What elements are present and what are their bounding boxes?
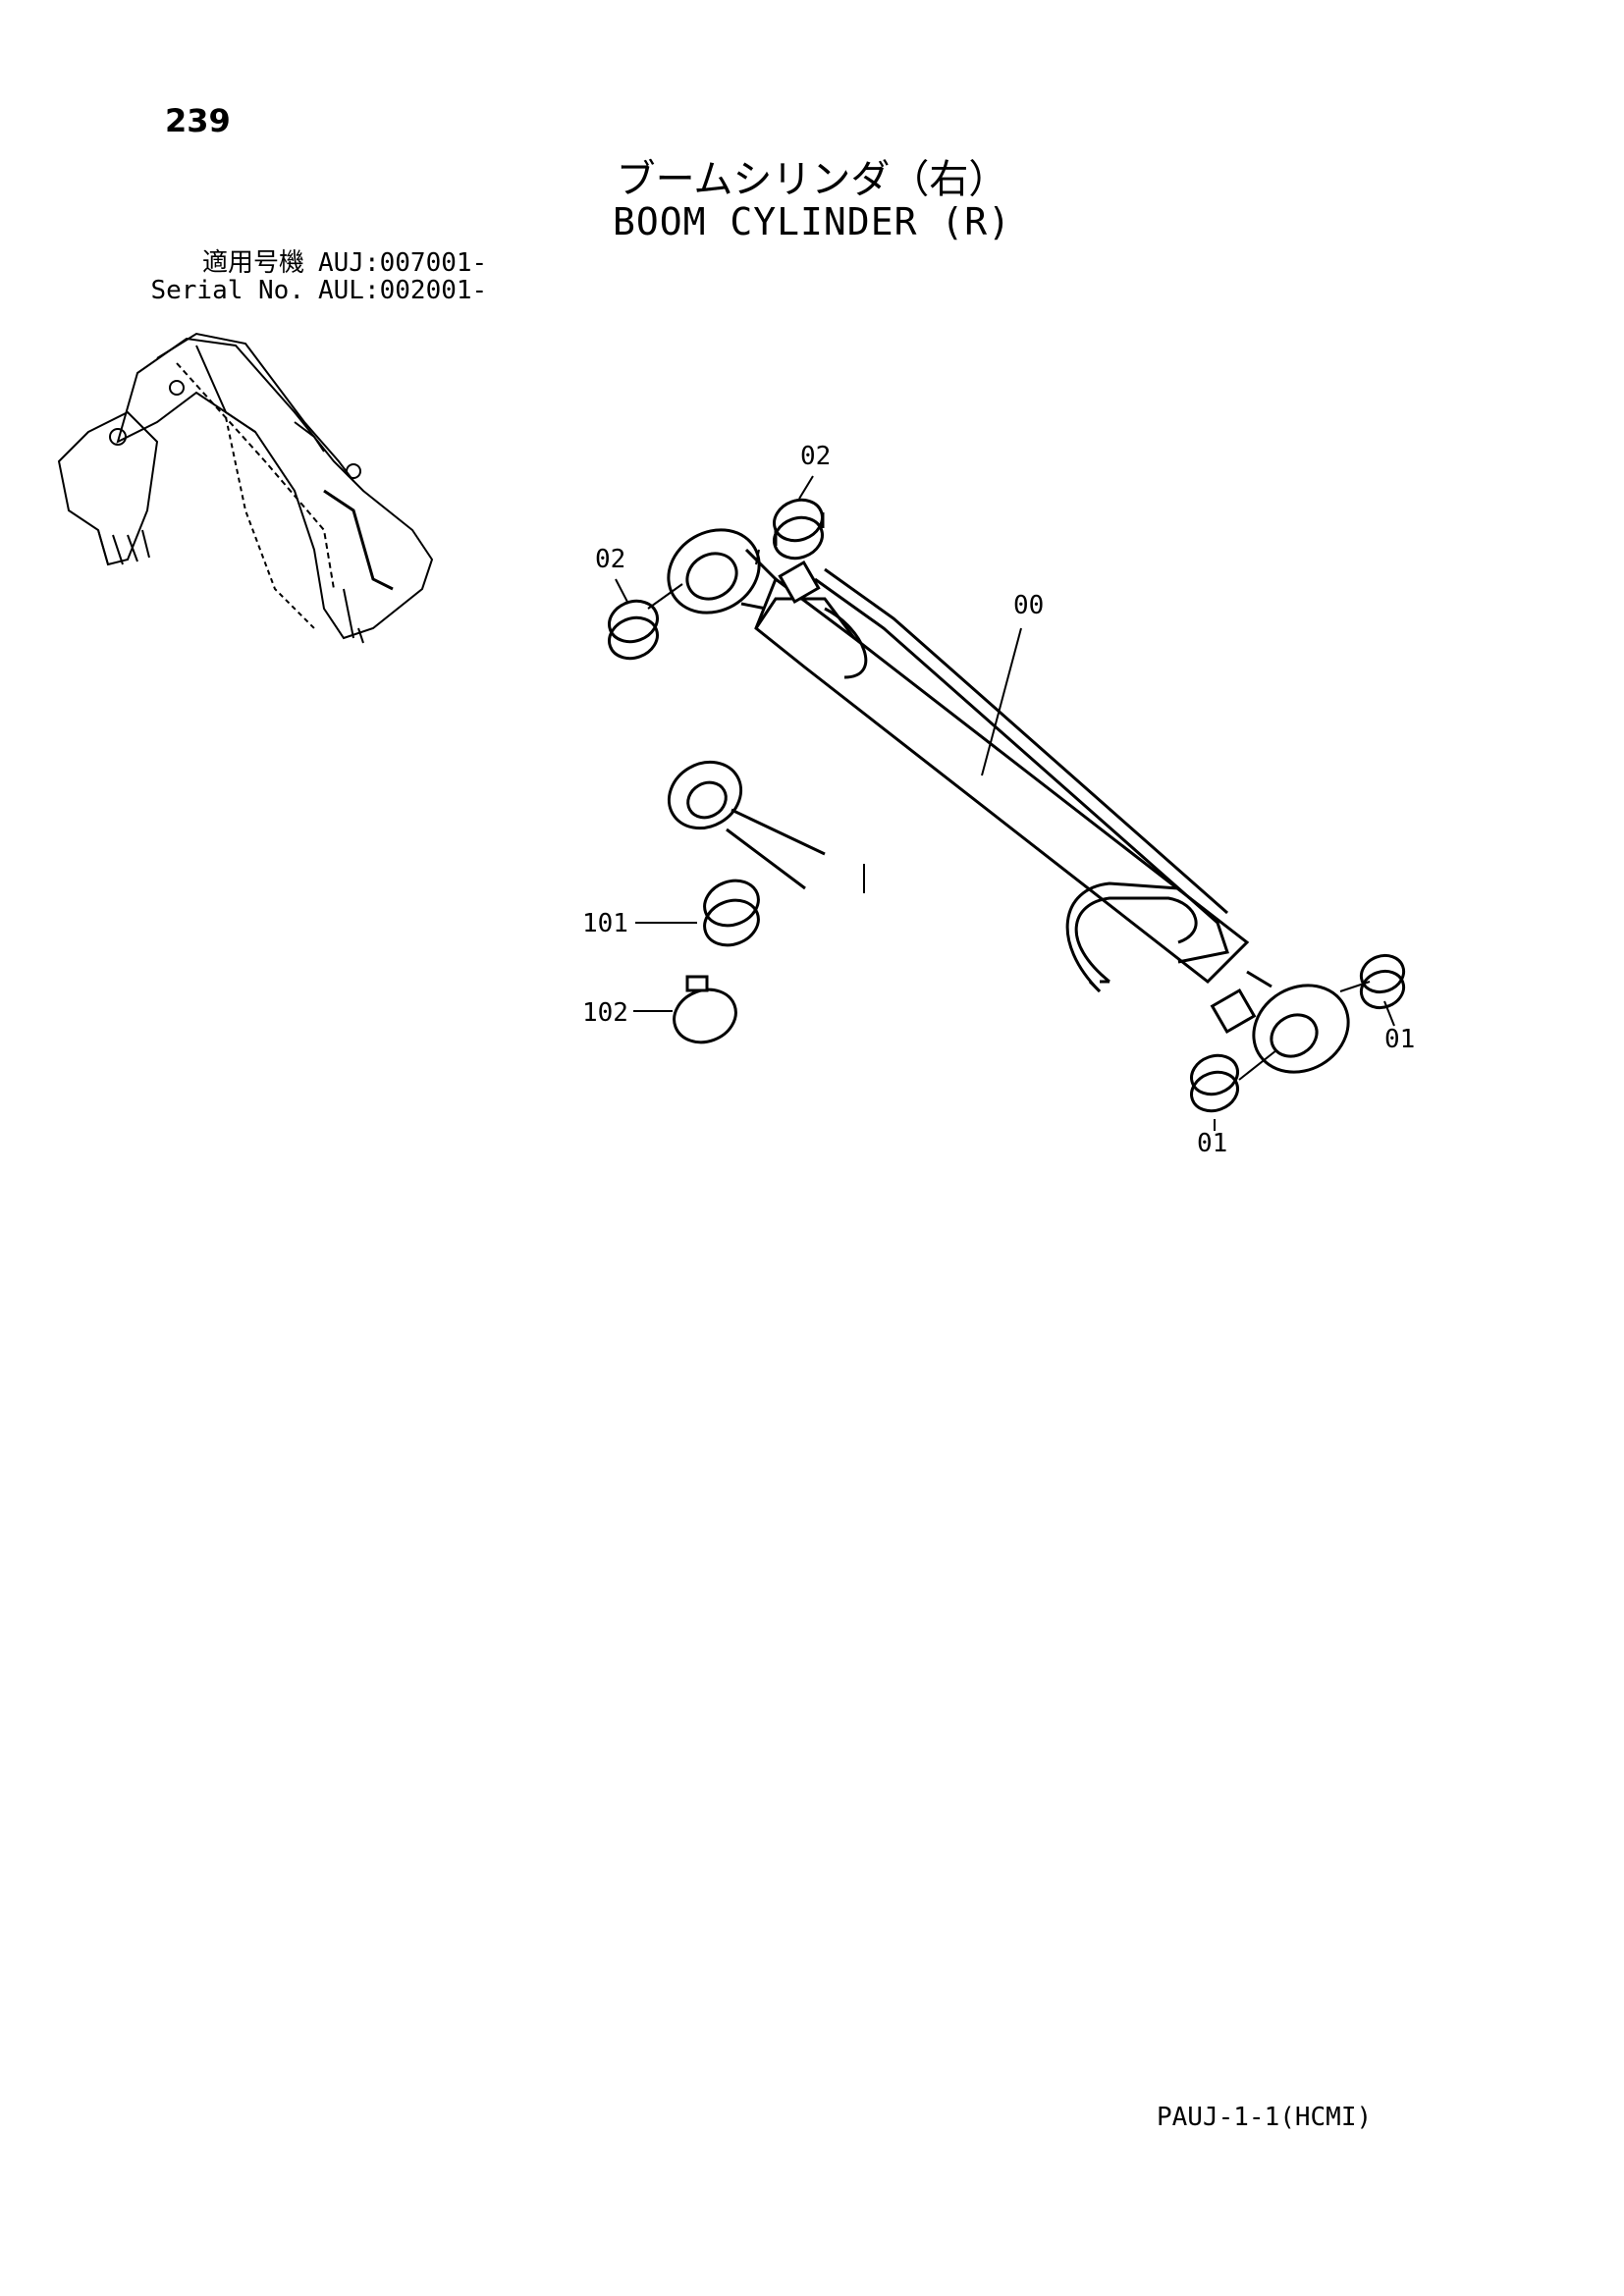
callout-02-left: 02: [595, 545, 625, 574]
rod-end-detail: [667, 760, 826, 890]
serial-value-en: AUL:002001-: [318, 276, 488, 305]
serial-label-en: Serial No.: [150, 276, 304, 305]
callout-01-bottom: 01: [1197, 1129, 1227, 1158]
bushings: [608, 498, 1406, 1113]
callout-102: 102: [582, 998, 628, 1028]
callout-01-right: 01: [1384, 1025, 1415, 1054]
page-number: 239: [165, 102, 231, 139]
footer-code: PAUJ-1-1(HCMI): [1157, 2103, 1373, 2132]
callout-101: 101: [582, 909, 628, 938]
serial-label-jp: 適用号機: [201, 248, 304, 278]
title-english: BOOM CYLINDER (R): [613, 200, 1011, 243]
callout-02-top: 02: [800, 442, 831, 471]
serial-value-jp: AUJ:007001-: [318, 248, 488, 278]
boom-cylinder: [667, 528, 1350, 1074]
callout-labels: 02 02 00 101 102 01 01: [582, 442, 1415, 1158]
callout-00-cylinder: 00: [1013, 591, 1044, 620]
serial-number-block: 適用号機 AUJ:007001- Serial No. AUL:002001-: [147, 249, 487, 304]
title-japanese: ブームシリンダ（右）: [616, 157, 1008, 202]
excavator-locator-illustration: [57, 332, 434, 644]
leader-lines: [615, 475, 1395, 1131]
